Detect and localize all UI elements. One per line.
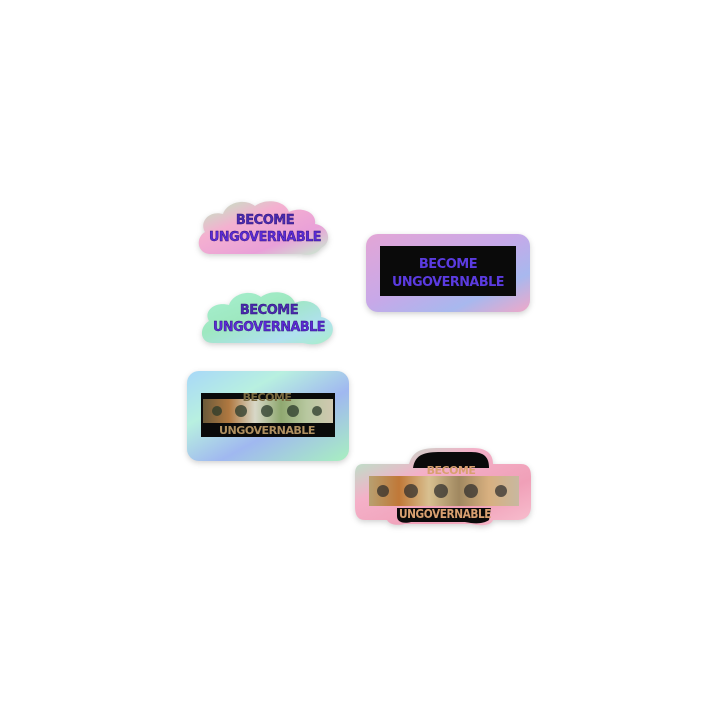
sticker-rect-purple-panel	[380, 246, 516, 296]
cat-faces-icon	[212, 405, 322, 417]
sticker-rect-purple-line2: UNGOVERNABLE	[392, 275, 504, 290]
sticker-blob-cats-line2: UNGOVERNABLE	[399, 507, 491, 521]
sticker-rect-purple: BECOME UNGOVERNABLE	[366, 234, 530, 312]
sticker-rect-cats: BECOME UNGOVERNABLE	[187, 371, 349, 461]
sticker-rect-purple-line1: BECOME	[419, 257, 477, 272]
sticker-rect-cats-line2: UNGOVERNABLE	[219, 424, 315, 437]
sticker-cloud-pink-line2: UNGOVERNABLE	[209, 230, 321, 245]
sticker-rect-cats-graphic: BECOME UNGOVERNABLE	[187, 371, 349, 461]
sticker-cloud-green-line2: UNGOVERNABLE	[213, 320, 325, 335]
sticker-blob-cats-line1: BECOME	[427, 464, 476, 477]
sticker-blob-cats: BECOME UNGOVERNABLE	[353, 446, 533, 526]
sticker-cloud-pink-line1: BECOME	[236, 213, 294, 228]
sticker-blob-cats-graphic: BECOME UNGOVERNABLE	[355, 448, 531, 526]
sticker-cloud-pink-graphic: BECOME UNGOVERNABLE	[198, 201, 329, 255]
sticker-cloud-pink: BECOME UNGOVERNABLE	[193, 196, 333, 258]
sticker-rect-purple-graphic: BECOME UNGOVERNABLE	[366, 234, 530, 312]
sticker-cloud-green-line1: BECOME	[240, 303, 298, 318]
sticker-cloud-green-graphic: BECOME UNGOVERNABLE	[201, 292, 333, 345]
sticker-blob-cats-top-blob	[413, 452, 489, 468]
cat-faces-icon	[377, 484, 507, 498]
sticker-blob-cats-bottom-blob	[397, 508, 491, 524]
sticker-rect-cats-line1: BECOME	[243, 391, 292, 404]
sticker-cloud-green: BECOME UNGOVERNABLE	[197, 287, 337, 347]
